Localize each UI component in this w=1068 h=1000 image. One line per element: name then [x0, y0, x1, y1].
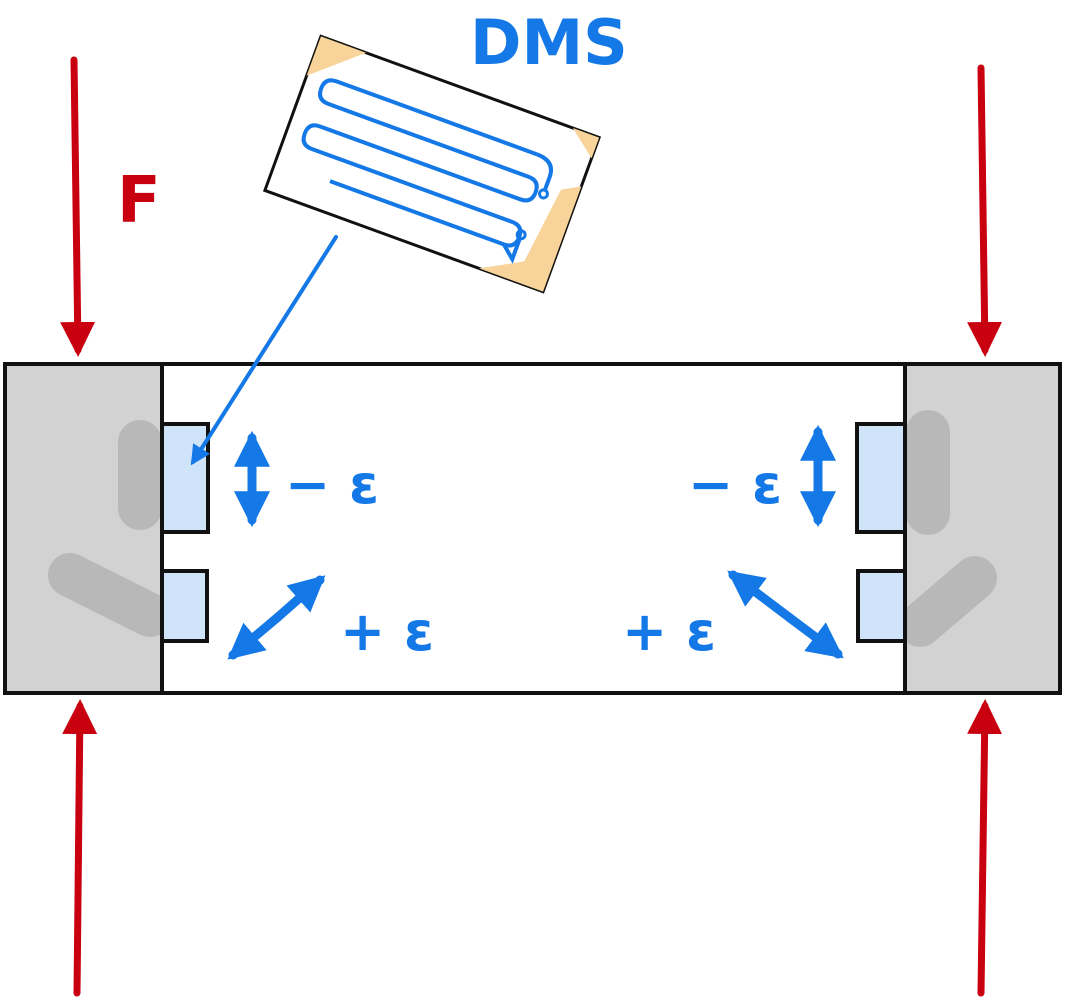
strain-left-top-label: − ε [285, 453, 379, 516]
load-cell-body [3, 362, 1062, 695]
left-block-shadow-2 [48, 553, 172, 637]
force-label: F [117, 164, 161, 238]
dms-label: DMS [470, 6, 628, 79]
gauge-right-top [855, 422, 907, 534]
arrow-down-icon [60, 56, 96, 357]
right-block-shadow-1 [906, 410, 950, 535]
gauge-left-top [160, 422, 210, 534]
double-diagonal-arrow-icon [227, 575, 326, 660]
strain-labels: − ε + ε − ε + ε [285, 453, 782, 663]
gauge-right-bottom [856, 569, 907, 643]
arrow-up-icon [62, 699, 98, 997]
gauge-left-bottom [160, 569, 209, 643]
arrow-up-icon [967, 699, 1003, 997]
strain-right-top-label: − ε [688, 453, 782, 516]
force-arrows [60, 56, 1003, 997]
strain-arrows [227, 424, 844, 660]
bar-outline [3, 362, 1062, 695]
strain-left-bottom-label: + ε [340, 600, 434, 663]
left-block-shadow-1 [118, 420, 162, 530]
right-block-shadow-2 [898, 556, 997, 647]
strain-right-bottom-label: + ε [622, 600, 716, 663]
strain-gauge-icon [262, 34, 602, 294]
double-diagonal-arrow-icon [727, 570, 844, 659]
dms-pointer-arrow [190, 235, 338, 466]
bar-strain-gauges [160, 422, 907, 643]
arrow-down-icon [967, 64, 1003, 357]
